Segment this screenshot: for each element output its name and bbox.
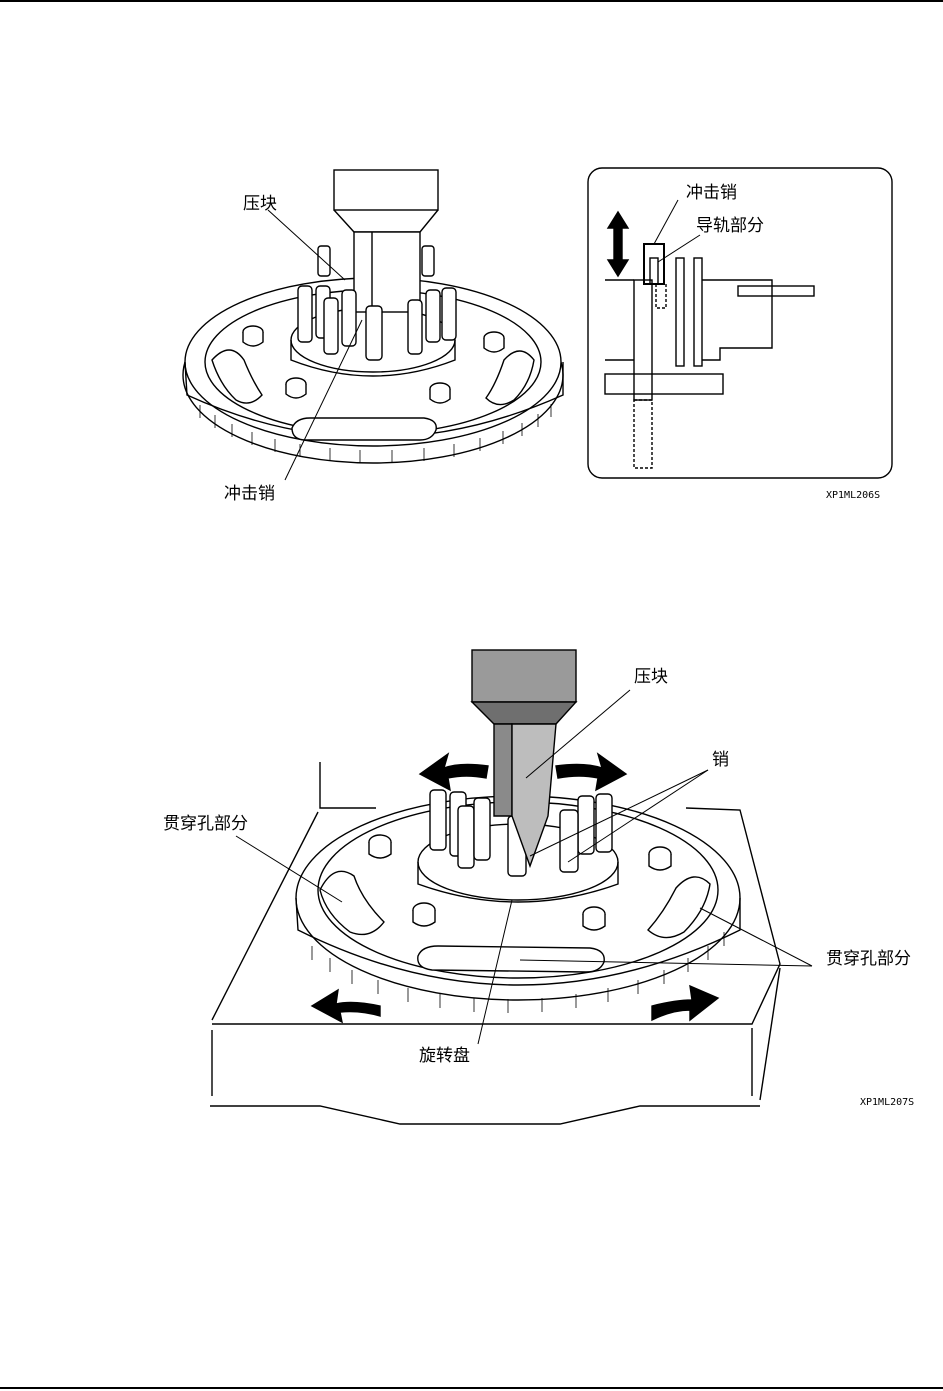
fig2-press-block-label: 压块 — [634, 667, 668, 687]
fig2-through-hole-right-label: 贯穿孔部分 — [826, 949, 911, 969]
fig2-rotating-disc-label: 旋转盘 — [419, 1046, 470, 1066]
fig2-code: XP1ML207S — [860, 1097, 914, 1109]
fig2-through-hole-left-label: 贯穿孔部分 — [163, 814, 248, 834]
fig2-pin-label: 销 — [712, 750, 729, 770]
